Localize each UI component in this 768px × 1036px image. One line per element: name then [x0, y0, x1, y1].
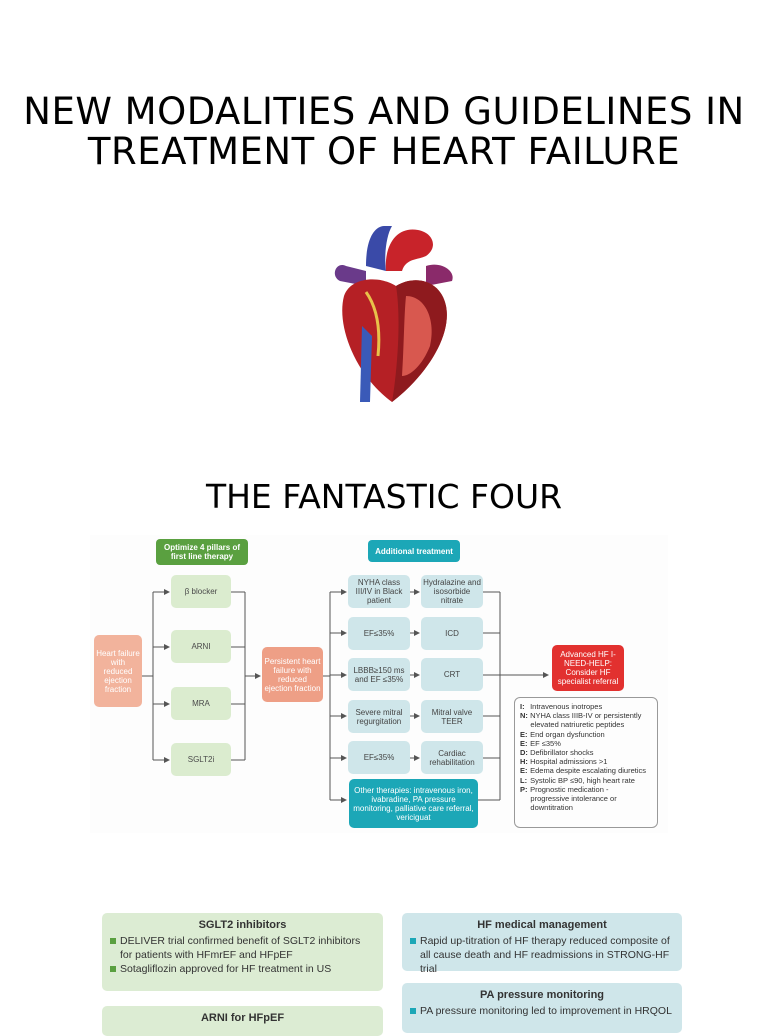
list-item: E: End organ dysfunction: [520, 729, 605, 739]
sglt2-card: SGLT2 inhibitors DELIVER trial confirmed…: [102, 913, 383, 991]
list-item: H: Hospital admissions >1: [520, 757, 608, 767]
list-item: D: Defibrillator shocks: [520, 748, 594, 758]
other-therapies-box: Other therapies: intravenous iron, ivabr…: [349, 779, 478, 828]
card-title: HF medical management: [477, 919, 607, 931]
list-item: P: Prognostic medication - progressive i…: [520, 784, 617, 813]
condition-box: EF≤35%: [348, 617, 410, 650]
condition-box: Severe mitral regurgitation: [348, 700, 410, 733]
treatment-box: Mitral valve TEER: [421, 700, 483, 733]
persistent-hf-box: Persistent heart failure with reduced ej…: [262, 647, 323, 702]
treatment-box: Cardiac rehabilitation: [421, 741, 483, 774]
flow-connectors: [142, 589, 549, 803]
list-item: PA pressure monitoring led to improvemen…: [410, 1004, 674, 1018]
heart-illustration: [334, 226, 453, 402]
treatment-box: Hydralazine and isosorbide nitrate: [421, 575, 483, 608]
treatment-box: ICD: [421, 617, 483, 650]
page-title: NEW MODALITIES AND GUIDELINES IN TREATME…: [23, 90, 745, 173]
condition-box: EF≤35%: [348, 741, 410, 774]
additional-header: Additional treatment: [368, 540, 460, 562]
pillar-sglt2i: SGLT2i: [171, 743, 231, 776]
mnemonic-list: I: Intravenous inotropes N: NYHA class I…: [514, 697, 658, 828]
pillar-beta-blocker: β blocker: [171, 575, 231, 608]
treatment-box: CRT: [421, 658, 483, 691]
list-item: Rapid up-titration of HF therapy reduced…: [410, 934, 674, 976]
list-item: N: NYHA class IIIB-IV or persistently el…: [520, 711, 642, 730]
pillar-mra: MRA: [171, 687, 231, 720]
arni-hfpef-card: ARNI for HFpEF: [102, 1006, 383, 1036]
card-title: PA pressure monitoring: [479, 989, 605, 1001]
advanced-hf-box: Advanced HF I-NEED-HELP: Consider HF spe…: [552, 645, 624, 691]
treatment-flowchart: Optimize 4 pillars of first line therapy…: [90, 535, 668, 833]
section-title: THE FANTASTIC FOUR: [205, 477, 563, 516]
card-title: SGLT2 inhibitors: [198, 919, 287, 931]
start-box: Heart failure with reduced ejection frac…: [94, 635, 142, 707]
list-item: E: Edema despite escalating diuretics: [520, 766, 646, 776]
card-title: ARNI for HFpEF: [200, 1012, 285, 1024]
list-item: E: EF ≤35%: [520, 738, 561, 748]
list-item: L: Systolic BP ≤90, high heart rate: [520, 775, 635, 785]
hf-management-card: HF medical management Rapid up-titration…: [402, 913, 682, 975]
condition-box: LBBB≥150 ms and EF ≤35%: [348, 658, 410, 691]
list-item: Sotagliflozin approved for HF treatment …: [110, 962, 375, 976]
pillars-header: Optimize 4 pillars of first line therapy: [156, 539, 248, 565]
pillar-arni: ARNI: [171, 630, 231, 663]
condition-box: NYHA class III/IV in Black patient: [348, 575, 410, 608]
list-item: DELIVER trial confirmed benefit of SGLT2…: [110, 934, 375, 962]
pa-pressure-card: PA pressure monitoring PA pressure monit…: [402, 983, 682, 1033]
list-item: I: Intravenous inotropes: [520, 702, 603, 711]
